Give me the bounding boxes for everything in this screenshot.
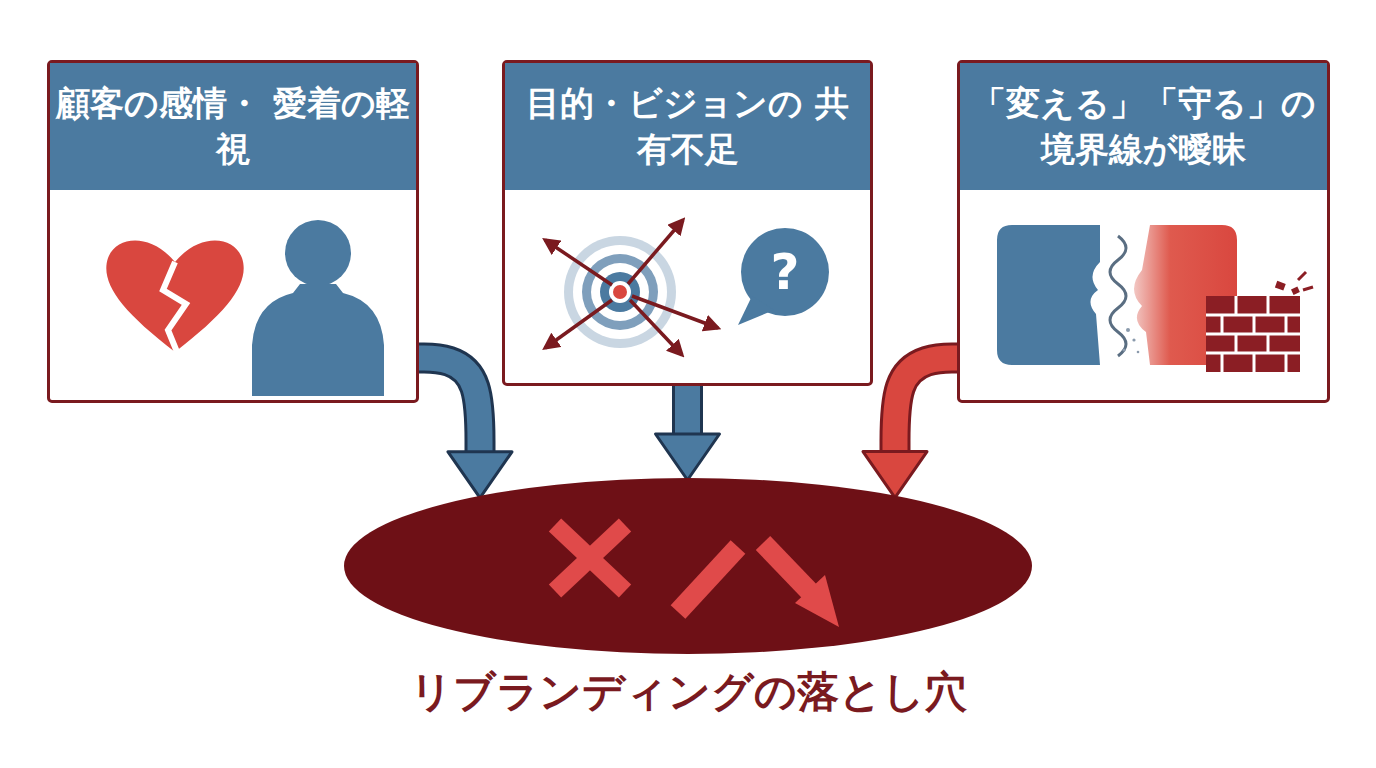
arrow-head <box>863 452 927 498</box>
scatter-arrows <box>545 220 718 355</box>
question-bubble <box>738 228 829 325</box>
box-heading: 顧客の感情・ 愛着の軽視 <box>56 81 410 173</box>
arrow-shaft <box>895 358 957 454</box>
arrow-head <box>448 452 512 498</box>
arrow-outline <box>672 386 703 436</box>
arrow-outline <box>895 358 957 454</box>
arrow-head <box>656 434 720 480</box>
broken-heart-icon <box>106 241 243 353</box>
failure-symbols <box>555 525 839 627</box>
pitfall-box: 「変える」「守る」の 境界線が曖昧 <box>957 60 1330 403</box>
person-silhouette <box>252 220 384 396</box>
faces-icon <box>997 225 1237 365</box>
arrow-shaft <box>419 358 480 454</box>
header-band: 顧客の感情・ 愛着の軽視 <box>50 63 416 190</box>
flow-arrow <box>419 358 512 498</box>
brick-wall-icon <box>1206 272 1313 372</box>
arrow-outline <box>419 358 480 454</box>
header-band: 「変える」「守る」の 境界線が曖昧 <box>960 63 1327 190</box>
header-band: 目的・ビジョンの 共有不足 <box>505 63 870 190</box>
pit-ellipse <box>343 477 1033 655</box>
bubble-symbol: ? <box>741 247 829 297</box>
flow-arrow <box>863 358 957 498</box>
box-heading: 目的・ビジョンの 共有不足 <box>511 81 864 173</box>
caption-title: リブランディングの落とし穴 <box>343 667 1033 717</box>
box-heading: 「変える」「守る」の 境界線が曖昧 <box>966 81 1321 173</box>
arrow-shaft <box>675 386 700 436</box>
pitfall-pit: リブランディングの落とし穴 <box>343 477 1033 760</box>
pitfall-box: 顧客の感情・ 愛着の軽視 <box>47 60 419 403</box>
pitfall-box: 目的・ビジョンの 共有不足 <box>502 60 873 386</box>
flow-arrow <box>656 386 720 480</box>
